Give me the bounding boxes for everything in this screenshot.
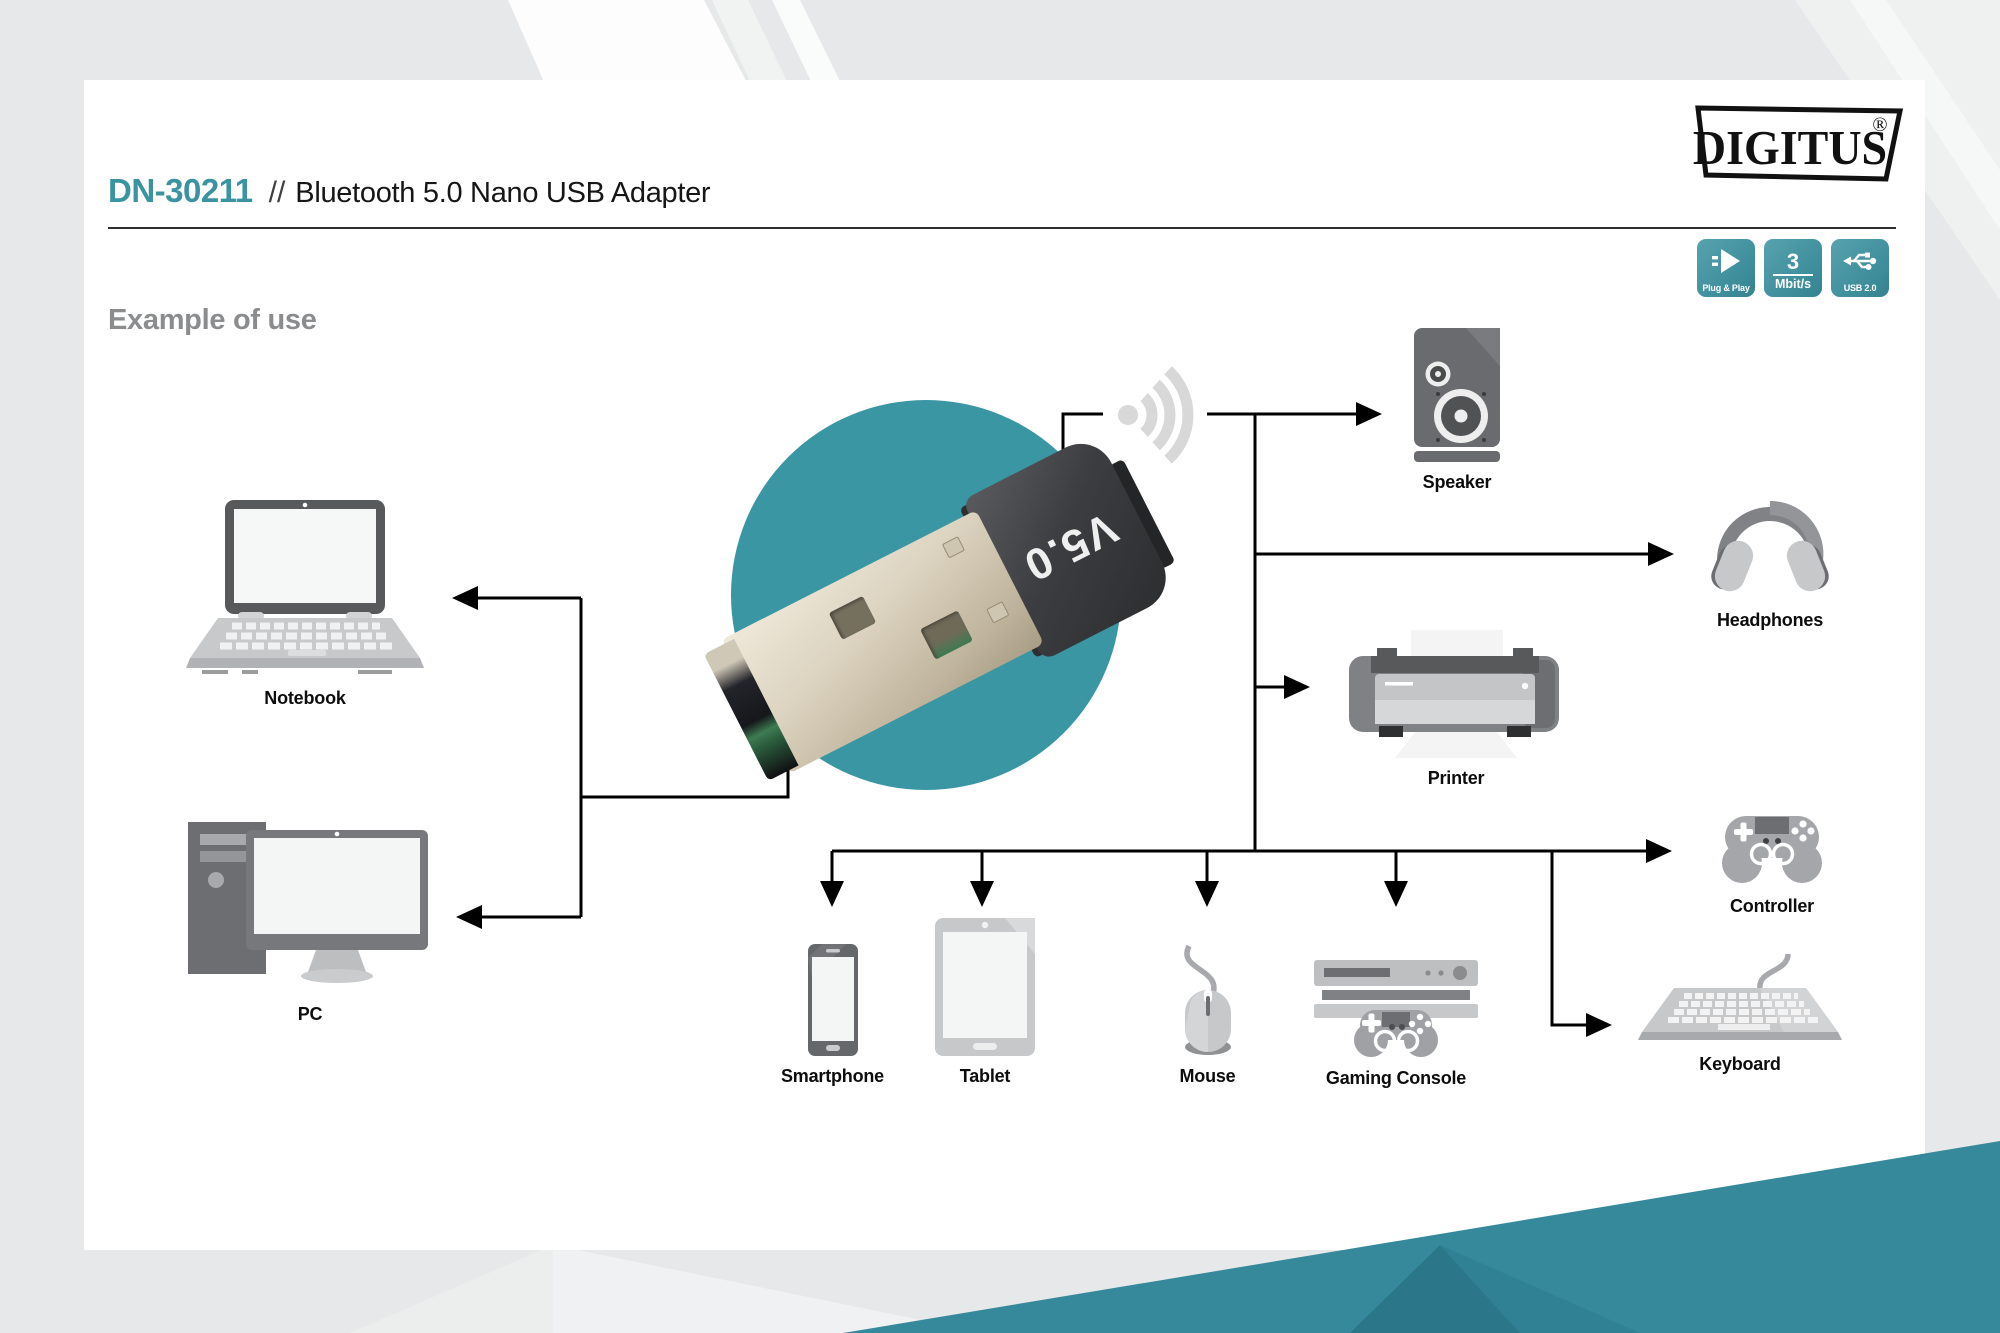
plug-play-arrow-icon — [1697, 239, 1755, 283]
badge-speed-divider — [1773, 274, 1813, 276]
controller-icon — [1722, 816, 1822, 883]
mouse-icon — [1183, 944, 1231, 1055]
device-label-headphones: Headphones — [1716, 610, 1824, 630]
product-model: DN-30211 — [108, 172, 253, 209]
tablet-icon — [935, 918, 1035, 1056]
device-label-gaming-console: Gaming Console — [1325, 1068, 1467, 1088]
header-separator: // — [268, 176, 286, 209]
registered-mark: ® — [1872, 114, 1887, 136]
device-gaming-console: Gaming Console — [1306, 960, 1486, 1089]
device-label-printer: Printer — [1427, 768, 1485, 788]
page-header: DN-30211 // Bluetooth 5.0 Nano USB Adapter — [108, 172, 711, 210]
device-tablet: Tablet — [930, 918, 1040, 1087]
digitus-logo-text: DIGITUS — [1693, 122, 1887, 175]
printer-icon — [1349, 630, 1559, 758]
badge-plug-play-label: Plug & Play — [1702, 283, 1750, 293]
device-printer: Printer — [1346, 630, 1566, 789]
pc-icon — [187, 822, 428, 983]
device-controller: Controller — [1712, 810, 1832, 917]
device-label-mouse: Mouse — [1179, 1066, 1236, 1086]
headphones-icon — [1711, 500, 1829, 592]
device-smartphone: Smartphone — [775, 944, 890, 1087]
device-label-notebook: Notebook — [264, 688, 346, 708]
device-label-keyboard: Keyboard — [1699, 1054, 1781, 1074]
device-speaker: Speaker — [1402, 328, 1512, 493]
device-notebook: Notebook — [170, 500, 440, 709]
device-headphones: Headphones — [1700, 488, 1840, 631]
badge-usb-label: USB 2.0 — [1843, 283, 1877, 293]
header-rule — [108, 227, 1896, 229]
smartphone-icon — [807, 944, 858, 1056]
gaming-console-icon — [1314, 960, 1478, 1057]
notebook-icon — [186, 500, 424, 674]
keyboard-icon — [1638, 953, 1842, 1040]
device-label-controller: Controller — [1729, 896, 1814, 916]
badge-speed-unit: Mbit/s — [1774, 277, 1812, 291]
badge-plug-and-play: Plug & Play — [1697, 239, 1755, 297]
product-title: Bluetooth 5.0 Nano USB Adapter — [295, 177, 711, 209]
speaker-icon — [1414, 328, 1500, 462]
badge-speed: 3 Mbit/s — [1764, 239, 1822, 297]
digitus-logo: DIGITUS ® — [1693, 105, 1904, 182]
device-pc: PC — [180, 822, 440, 1025]
feature-badges: Plug & Play 3 Mbit/s USB 2.0 — [1697, 239, 1889, 297]
device-mouse: Mouse — [1160, 944, 1255, 1087]
device-label-smartphone: Smartphone — [780, 1066, 884, 1086]
device-label-speaker: Speaker — [1422, 472, 1492, 492]
device-label-pc: PC — [297, 1004, 323, 1024]
badge-speed-value: 3 — [1786, 249, 1800, 274]
usb-trident-icon — [1831, 239, 1889, 283]
device-label-tablet: Tablet — [959, 1066, 1011, 1086]
device-keyboard: Keyboard — [1635, 952, 1845, 1075]
wireless-signal-icon — [1118, 366, 1194, 464]
section-title: Example of use — [108, 304, 317, 336]
badge-usb: USB 2.0 — [1831, 239, 1889, 297]
